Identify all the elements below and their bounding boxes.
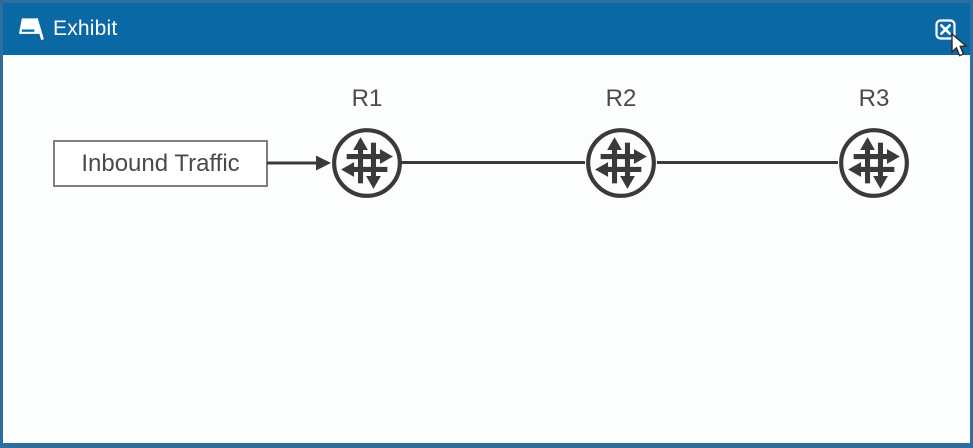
inbound-traffic-label: Inbound Traffic bbox=[81, 149, 240, 177]
close-button[interactable] bbox=[935, 18, 956, 40]
inbound-traffic-box: Inbound Traffic bbox=[53, 140, 268, 187]
arrow-right-icon bbox=[267, 155, 331, 171]
router-r3: R3 bbox=[836, 85, 912, 200]
router-r2: R2 bbox=[583, 85, 659, 200]
window-title: Exhibit bbox=[53, 17, 118, 40]
close-icon bbox=[935, 18, 956, 40]
titlebar[interactable]: Exhibit bbox=[3, 3, 970, 55]
router-r1: R1 bbox=[329, 85, 405, 200]
diagram-canvas: Inbound Traffic R1 R2 bbox=[3, 55, 970, 443]
router-r3-label: R3 bbox=[858, 85, 890, 112]
easel-icon bbox=[18, 17, 44, 41]
link-r1-r2 bbox=[401, 161, 585, 164]
juniper-router-icon bbox=[839, 128, 909, 198]
juniper-router-icon bbox=[586, 128, 656, 198]
juniper-router-icon bbox=[332, 128, 402, 198]
link-r2-r3 bbox=[657, 161, 838, 164]
router-r2-label: R2 bbox=[605, 85, 637, 112]
router-r1-label: R1 bbox=[351, 85, 383, 112]
